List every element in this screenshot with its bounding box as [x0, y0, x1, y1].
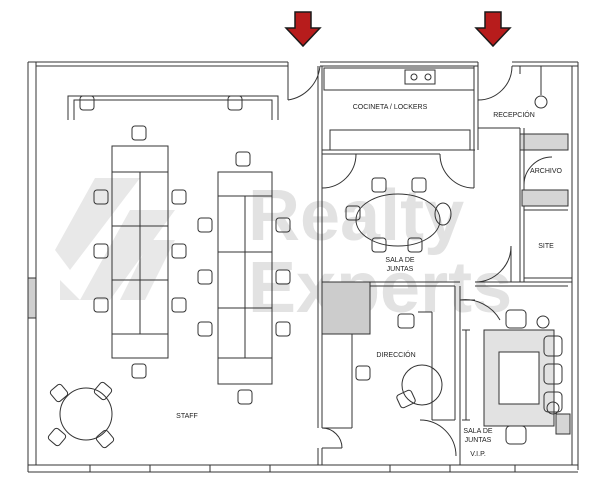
- sala-juntas-chairs: [345, 177, 452, 253]
- entrance-arrow-right: [474, 11, 512, 48]
- cocineta-room: [322, 66, 479, 155]
- label-direccion: DIRECCIÓN: [376, 350, 415, 359]
- entrance-door-left: [287, 62, 321, 101]
- label-site: SITE: [538, 243, 554, 250]
- label-cocineta: COCINETA / LOCKERS: [353, 104, 428, 111]
- staff-desk-cluster-1: [111, 145, 169, 359]
- left-wall-column: [27, 277, 37, 319]
- watermark-line2: Experts: [248, 248, 512, 328]
- direccion-door: [321, 419, 457, 457]
- label-archivo: ARCHIVO: [530, 168, 562, 175]
- label-staff: STAFF: [176, 413, 198, 420]
- label-sala-vip-3: V.I.P.: [470, 451, 486, 458]
- staff-desk-cluster-2: [217, 171, 273, 385]
- label-sala-juntas-2: JUNTAS: [387, 266, 414, 273]
- staff-chairs: [79, 95, 291, 405]
- staff-top-counter: [67, 95, 279, 120]
- entrance-door-right: [477, 62, 513, 101]
- vip-furniture: [462, 309, 571, 445]
- window-mullions: [89, 465, 516, 472]
- partition-staff: [317, 66, 323, 465]
- archivo-room: [519, 128, 569, 282]
- staff-round-table: [47, 381, 115, 449]
- sala-column-hatched: [321, 281, 371, 335]
- label-recepcion: RECEPCIÓN: [493, 110, 535, 119]
- label-sala-vip-2: JUNTAS: [465, 437, 492, 444]
- label-sala-juntas-1: SALA DE: [385, 257, 415, 264]
- label-sala-vip-1: SALA DE: [463, 428, 493, 435]
- archivo-door: [523, 156, 553, 186]
- cocineta-door: [439, 150, 475, 189]
- outer-walls: [27, 61, 579, 473]
- vip-door: [459, 299, 501, 321]
- entrance-arrow-left: [284, 11, 322, 48]
- sala-door-left: [321, 153, 357, 189]
- recepcion-room: [478, 66, 548, 129]
- direccion-furniture: [355, 313, 443, 409]
- watermark-logo: [55, 178, 175, 300]
